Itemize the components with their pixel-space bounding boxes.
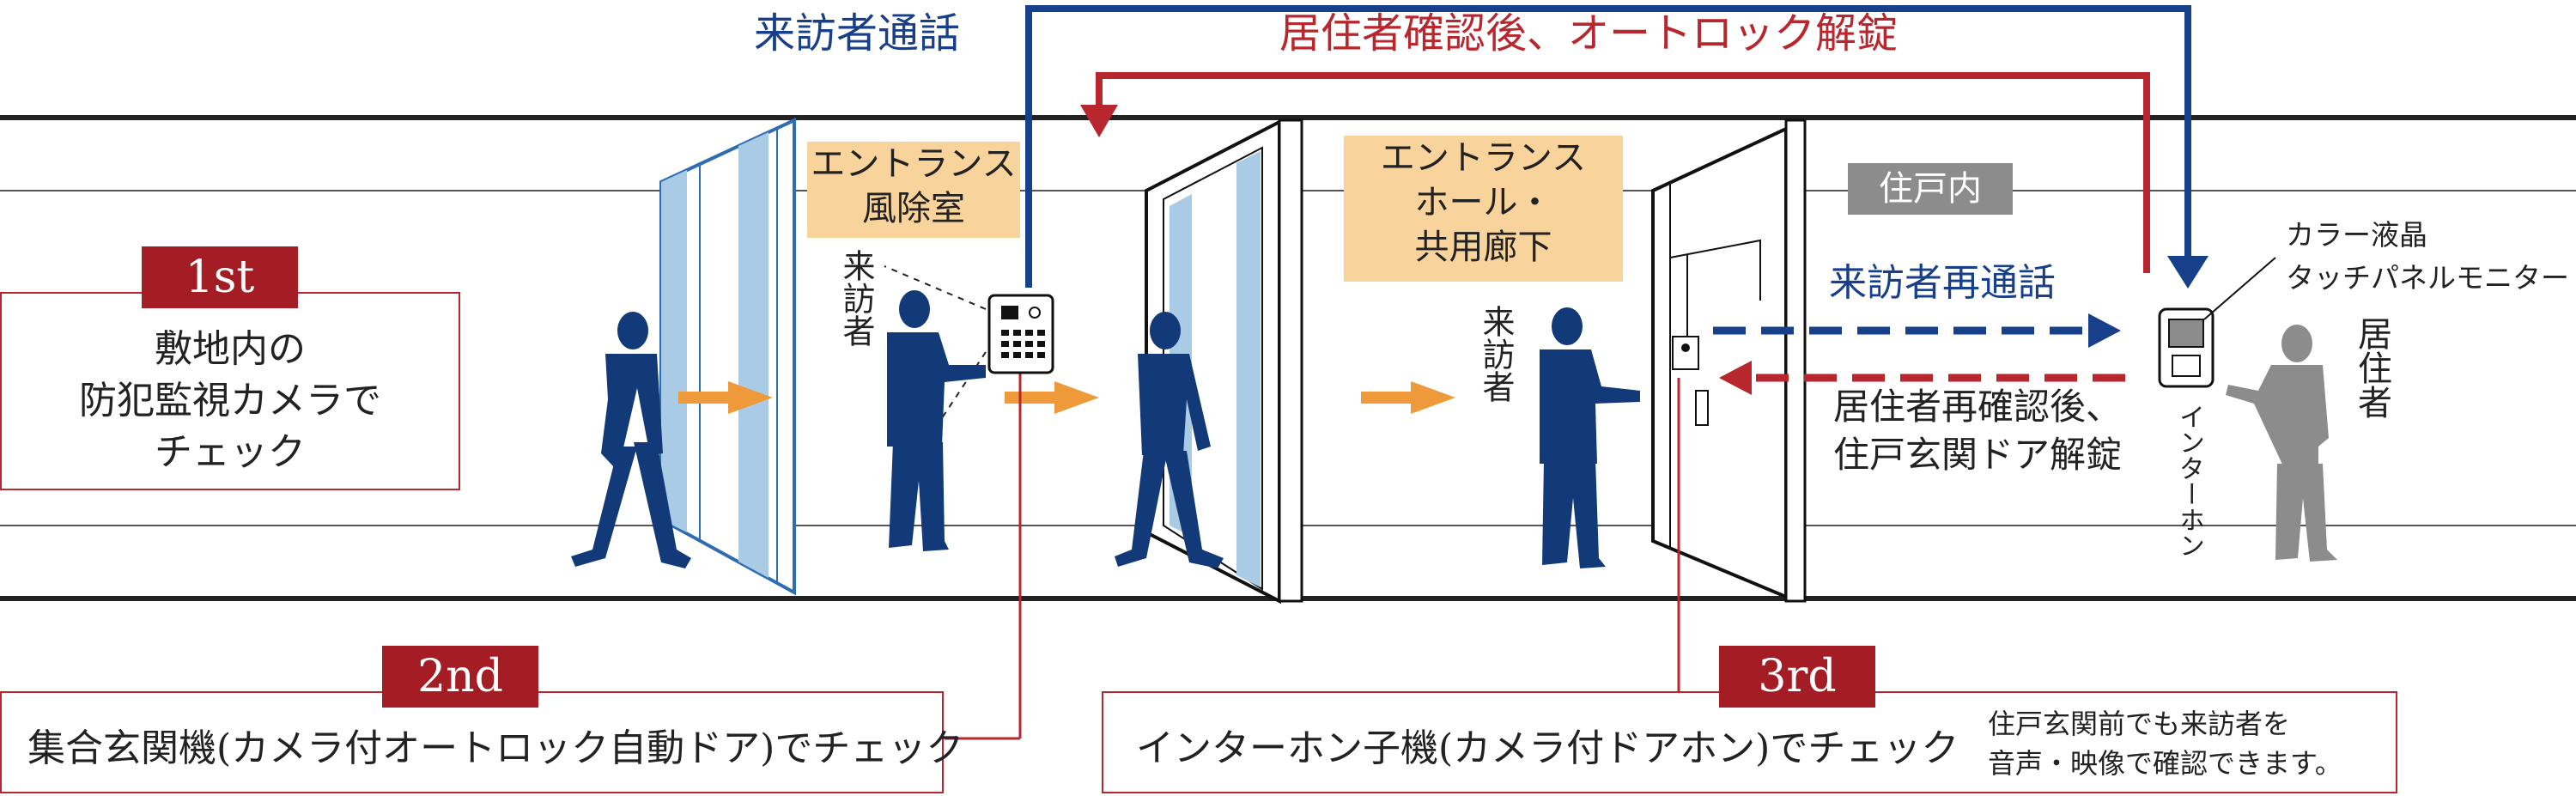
entrance-intercom-panel (987, 294, 1054, 374)
step1-badge: 1st (142, 246, 298, 308)
visitor-label-vertical-1: 来訪者 (837, 249, 875, 347)
entrance-room-line2: 風除室 (862, 189, 965, 228)
monitor-label-line1: カラー液晶 (2286, 218, 2427, 252)
unlock-label: 居住者確認後、オートロック解錠 (1279, 9, 1899, 58)
step2-text: 集合玄関機(カメラ付オートロック自動ドア)でチェック (27, 726, 964, 770)
unit-inside-tag: 住戸内 (1848, 163, 2013, 215)
reconfirm-label-line1: 居住者再確認後、 (1833, 386, 2123, 428)
door-handle (1695, 390, 1709, 426)
step1-box: 敷地内の 防犯監視カメラで チェック (0, 292, 460, 490)
visitor-call-label: 来訪者通話 (754, 9, 961, 58)
visitor-figure-walking-1 (571, 312, 691, 568)
step3-note-line1: 住戸玄関前でも来訪者を (1988, 708, 2291, 740)
resident-label-vertical: 居住者 (2352, 316, 2391, 419)
recall-label: 来訪者再通話 (1829, 261, 2056, 305)
movement-arrow-1 (678, 381, 773, 414)
step1-line2: 防犯監視カメラで (79, 379, 381, 422)
entrance-room-line1: エントランス (811, 144, 1017, 184)
entrance-room-label: エントランス 風除室 (807, 142, 1020, 238)
door-intercom-unit (1672, 336, 1699, 370)
unlock-arrowhead (1080, 105, 1118, 137)
unit-entrance-door (1651, 118, 1807, 603)
movement-arrow-3 (1361, 381, 1455, 414)
unlock-path (1096, 72, 2150, 273)
visitor-figure-walking-2 (1115, 312, 1224, 568)
movement-arrows (678, 381, 1455, 414)
step3-note-line2: 音声・映像で確認できます。 (1988, 747, 2342, 780)
entrance-hall-line3: 共用廊下 (1414, 228, 1552, 267)
step2-badge: 2nd (382, 646, 538, 708)
movement-arrow-2 (1005, 381, 1099, 414)
room-intercom-monitor (2158, 257, 2276, 388)
visitor-call-path (1025, 5, 2191, 288)
recall-arrowhead (2088, 313, 2121, 348)
outer-glass-door (659, 117, 796, 596)
visitor-figure-at-door (1540, 307, 1640, 568)
visitor-figures (571, 290, 1640, 568)
entrance-hall-line2: ホール・ (1414, 183, 1552, 222)
visitor-label-vertical-2: 来訪者 (1477, 305, 1515, 403)
entrance-hall-line1: エントランス (1380, 138, 1587, 178)
reconfirm-label-line2: 住戸玄関ドア解錠 (1833, 434, 2123, 476)
visitor-call-arrowhead (2167, 256, 2208, 289)
intercom-label-vertical: インターホン (2174, 404, 2204, 558)
step3-badge: 3rd (1719, 646, 1875, 708)
visitor-figure-at-panel (887, 290, 986, 551)
reconfirm-arrowhead (1719, 361, 1752, 395)
step2-box: 集合玄関機(カメラ付オートロック自動ドア)でチェック (0, 691, 963, 793)
resident-figure (2226, 325, 2337, 562)
step3-box: インターホン子機(カメラ付ドアホン)でチェック 住戸玄関前でも来訪者を 音声・映… (1102, 691, 2397, 793)
step1-line1: 敷地内の (155, 327, 306, 371)
camera-view-line-upper (884, 265, 987, 310)
entrance-hall-label: エントランス ホール・ 共用廊下 (1344, 136, 1623, 282)
step1-line3: チェック (155, 430, 306, 474)
step3-text: インターホン子機(カメラ付ドアホン)でチェック (1136, 726, 1959, 770)
monitor-label-line2: タッチパネルモニター (2286, 261, 2569, 295)
